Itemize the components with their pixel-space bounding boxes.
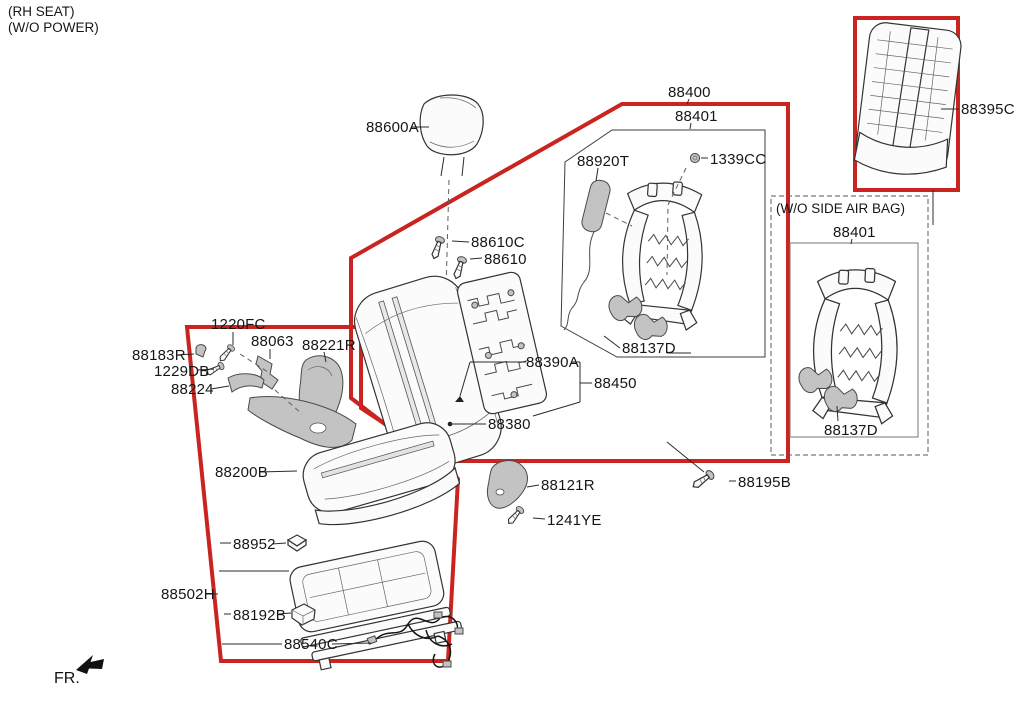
construction-88063 bbox=[274, 389, 303, 415]
part-label-1241ye: 1241YE bbox=[547, 512, 602, 529]
wo-side-airbag-dashed-box bbox=[770, 195, 929, 456]
part-label-88221r: 88221R bbox=[302, 337, 356, 354]
part-label-88450: 88450 bbox=[594, 375, 637, 392]
part-label-88390a: 88390A bbox=[526, 354, 579, 371]
wo-side-airbag-title: (W/O SIDE AIR BAG) bbox=[776, 201, 905, 216]
screw-1241ye bbox=[505, 504, 526, 527]
frame-subassembly-box bbox=[560, 129, 766, 358]
headrest-drawing bbox=[419, 94, 484, 177]
wiring-harness-drawing bbox=[366, 611, 464, 668]
arrowhead-88390a bbox=[455, 396, 464, 402]
headrest-construction-line bbox=[445, 179, 450, 293]
corner-note-line2: (W/O POWER) bbox=[8, 20, 99, 35]
part-label-88610c: 88610C bbox=[471, 234, 525, 251]
clip-88183r bbox=[195, 344, 207, 358]
part-label-88063: 88063 bbox=[251, 333, 294, 350]
clip-88952 bbox=[286, 534, 308, 552]
nut-construction-line bbox=[666, 167, 687, 276]
part-label-88121r: 88121R bbox=[541, 477, 595, 494]
seat-track-frame-drawing bbox=[289, 540, 462, 671]
part-label-88137d: 88137D bbox=[622, 340, 676, 357]
highlight-box-back-panel bbox=[853, 16, 960, 225]
handle-88224 bbox=[227, 373, 265, 393]
side-cover-88121r bbox=[486, 460, 528, 509]
part-label-88952: 88952 bbox=[233, 536, 276, 553]
part-label-88395c: 88395C bbox=[961, 101, 1015, 118]
part-label-1220fc: 1220FC bbox=[211, 316, 266, 333]
part-label-88920t: 88920T bbox=[577, 153, 629, 170]
part-label-88540c: 88540C bbox=[284, 636, 338, 653]
part-label-88380: 88380 bbox=[488, 416, 531, 433]
headrest-bolt-88610 bbox=[450, 254, 468, 281]
leader-88195b-long bbox=[666, 441, 705, 473]
back-panel-drawing bbox=[853, 22, 962, 175]
part-label-88600a: 88600A bbox=[366, 119, 419, 136]
side-airbag-drawing bbox=[563, 179, 611, 331]
side-member-drawing bbox=[247, 395, 357, 448]
fr-direction-marker: FR. bbox=[54, 655, 104, 687]
part-label-1339cc: 1339CC bbox=[710, 151, 766, 168]
seatback-cushion-drawing bbox=[353, 275, 502, 473]
part-label-88183r: 88183R bbox=[132, 347, 186, 364]
part-label-88401-alt: 88401 bbox=[833, 224, 876, 241]
headrest-bolt-88610c bbox=[428, 234, 446, 261]
part-label-1229db: 1229DB bbox=[154, 363, 209, 380]
dot-88380 bbox=[447, 421, 453, 427]
bolt-88195b bbox=[689, 468, 717, 492]
fr-direction-arrow-icon bbox=[76, 655, 104, 674]
part-label-88401: 88401 bbox=[675, 108, 718, 125]
airbag-construction-line bbox=[605, 212, 633, 227]
part-label-88502h: 88502H bbox=[161, 586, 215, 603]
part-label-88192b: 88192B bbox=[233, 607, 286, 624]
part-label-88224: 88224 bbox=[171, 381, 214, 398]
suspension-mat-drawing bbox=[456, 271, 548, 415]
connector-88192b bbox=[291, 603, 316, 626]
mounting-nut-1339cc bbox=[689, 152, 701, 164]
construction-1220fc bbox=[239, 353, 269, 373]
part-label-88400: 88400 bbox=[668, 84, 711, 101]
screw-1220fc bbox=[216, 342, 237, 364]
corner-note-line1: (RH SEAT) bbox=[8, 4, 75, 19]
part-label-88200b: 88200B bbox=[215, 464, 268, 481]
part-label-88137d-alt: 88137D bbox=[824, 422, 878, 439]
leader-lines bbox=[175, 98, 853, 645]
part-label-88195b: 88195B bbox=[738, 474, 791, 491]
fr-label: FR. bbox=[54, 670, 80, 687]
recliner-parts-alt bbox=[796, 362, 860, 414]
seat-cushion-drawing bbox=[302, 422, 461, 526]
part-label-88610: 88610 bbox=[484, 251, 527, 268]
